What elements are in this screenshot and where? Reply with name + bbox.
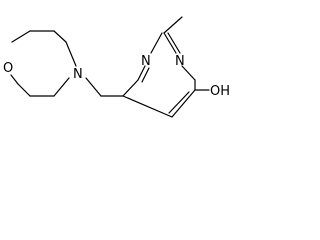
bond-n1-c2 bbox=[150, 32, 163, 54]
bond-c-n-right-upper bbox=[65, 41, 77, 67]
bond-c6-n1-inner bbox=[141, 67, 150, 83]
bond-c2-n3 bbox=[163, 32, 177, 54]
atom-label-morpholine-nitrogen: N bbox=[73, 67, 83, 82]
bond-c2-n3-inner bbox=[167, 32, 181, 54]
pyrimidine-ring bbox=[122, 32, 196, 118]
bond-c2-methyl bbox=[163, 16, 183, 34]
bond-c-c-bottom-left bbox=[17, 83, 31, 97]
bond-c5-c6 bbox=[171, 89, 196, 118]
bond-c5-c6-inner bbox=[168, 91, 190, 114]
bond-c-c-top-right bbox=[53, 30, 67, 43]
atom-label-pyrimidine-nitrogen-left: N bbox=[141, 54, 151, 69]
morpholine-ring bbox=[10, 30, 77, 97]
atom-label-pyrimidine-nitrogen-right: N bbox=[175, 54, 185, 69]
bond-o-c-upper-left bbox=[11, 30, 31, 43]
atom-label-hydroxyl: OH bbox=[210, 84, 230, 99]
bond-c6-c5-left bbox=[122, 95, 173, 118]
bond-c6-n1 bbox=[137, 65, 146, 81]
chemical-structure-diagram: O N N N OH bbox=[3, 16, 230, 118]
bond-n-ch2 bbox=[85, 77, 102, 97]
bond-c-o-lower-left bbox=[10, 74, 19, 85]
methylene-linker bbox=[85, 77, 139, 97]
atom-label-morpholine-oxygen: O bbox=[3, 61, 13, 76]
bond-n3-c4 bbox=[181, 65, 196, 81]
bond-c6-c-ring bbox=[122, 79, 139, 97]
bond-n-c-right-lower bbox=[53, 77, 70, 97]
